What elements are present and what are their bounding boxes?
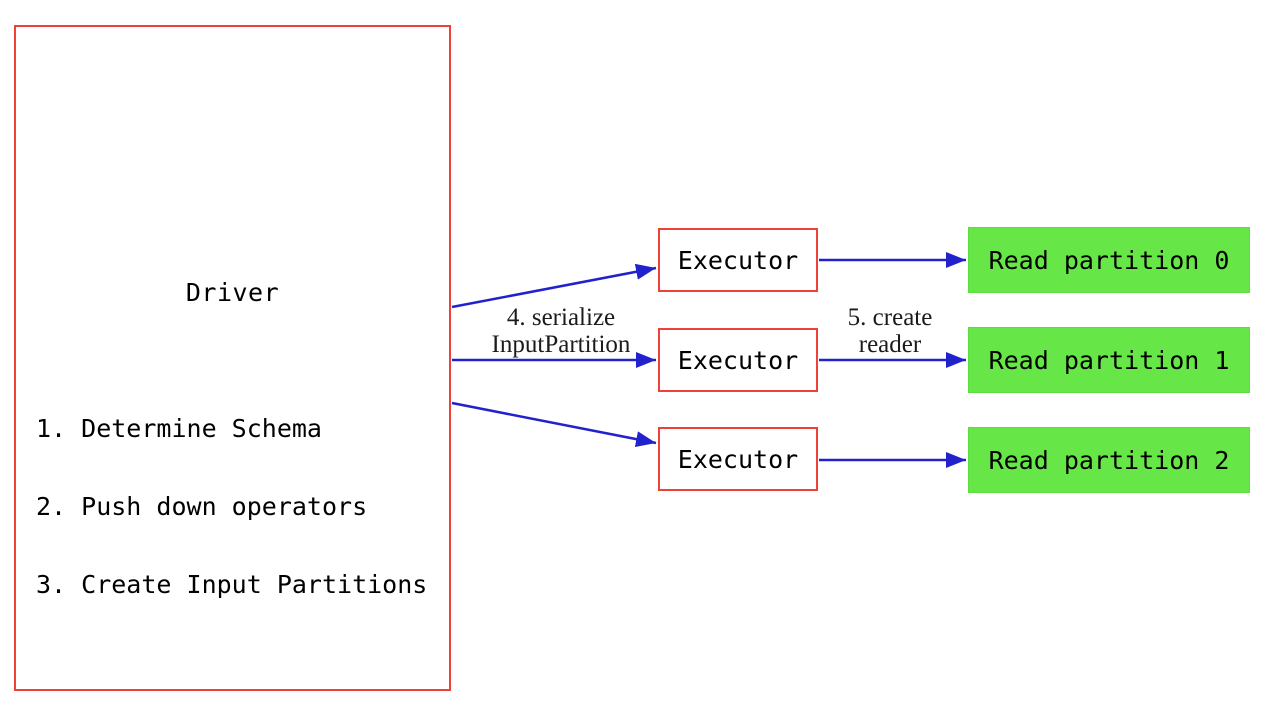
read-partition-label-0: Read partition 0 (988, 245, 1230, 275)
edge-label-serialize-line2: InputPartition (491, 331, 631, 358)
read-partition-box-1: Read partition 1 (968, 327, 1250, 393)
driver-step-3: 3. Create Input Partitions (36, 570, 428, 599)
edge-label-serialize-inputpartition: 4. serialize InputPartition (455, 304, 667, 358)
arrow-driver-to-executor-0 (451, 263, 657, 309)
read-partition-label-2: Read partition 2 (988, 445, 1230, 475)
driver-title: Driver (185, 278, 280, 307)
executor-label-2: Executor (677, 444, 799, 474)
driver-step-1: 1. Determine Schema (36, 414, 322, 443)
executor-label-1: Executor (677, 345, 799, 375)
edge-label-serialize-line1: 4. serialize (506, 304, 616, 331)
driver-step-2: 2. Push down operators (36, 492, 368, 521)
arrow-driver-to-executor-2 (451, 401, 657, 448)
executor-label-0: Executor (677, 245, 799, 275)
driver-box (14, 25, 451, 691)
read-partition-box-0: Read partition 0 (968, 227, 1250, 293)
executor-box-0: Executor (658, 228, 818, 292)
edge-label-reader-line1: 5. create (847, 304, 933, 331)
executor-box-2: Executor (658, 427, 818, 491)
edge-label-reader-line2: reader (858, 331, 922, 358)
driver-steps-list: 1. Determine Schema 2. Push down operato… (36, 364, 427, 650)
read-partition-label-1: Read partition 1 (988, 345, 1230, 375)
executor-box-1: Executor (658, 328, 818, 392)
read-partition-box-2: Read partition 2 (968, 427, 1250, 493)
edge-label-create-reader: 5. create reader (825, 304, 955, 358)
